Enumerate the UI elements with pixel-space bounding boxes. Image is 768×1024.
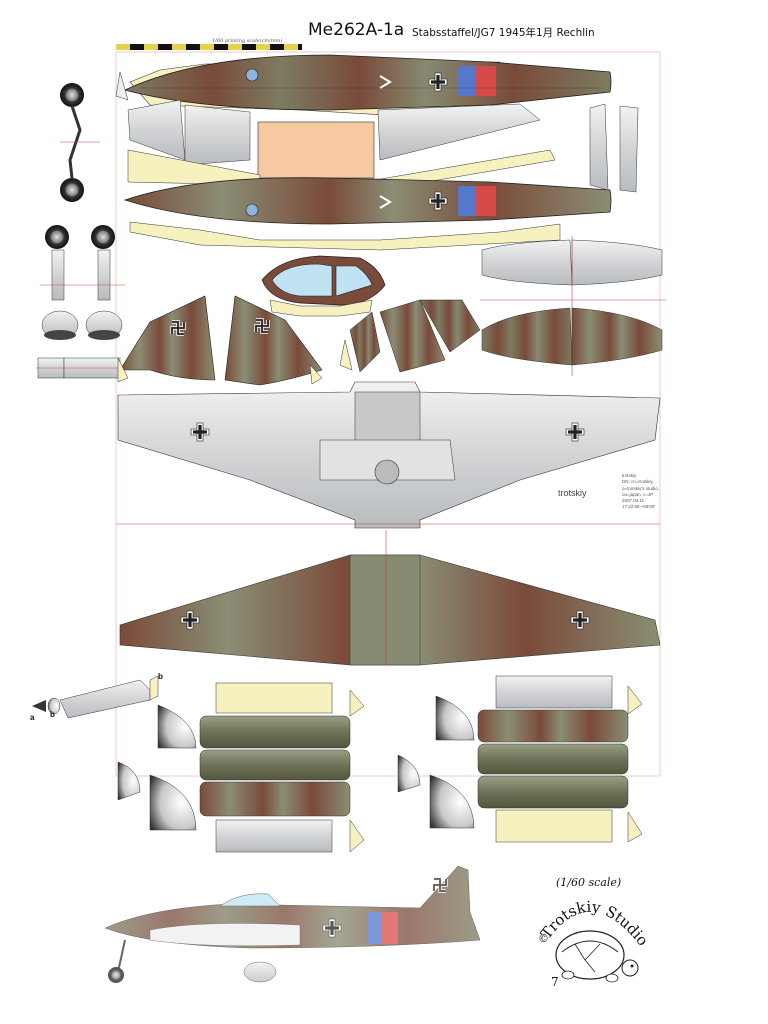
signature-line: ou=japan, c=JP — [622, 491, 654, 497]
cockpit-floor-panel — [257, 121, 375, 179]
stabilizer-bottom-part — [481, 307, 663, 366]
nose-section-part — [339, 299, 481, 373]
drop-tank-part — [32, 675, 159, 719]
part-label-b: b — [50, 710, 55, 719]
signature-line: o=trotskiy's studio, — [622, 485, 659, 491]
fuselage-left-half-part — [115, 54, 612, 121]
page-number: 7 — [551, 975, 559, 989]
main-gear-parts — [40, 225, 125, 340]
turtle-logo-icon — [555, 930, 639, 983]
tail-right-part — [224, 295, 323, 386]
printing-scale-note: 1/60 printing scale(cm/mm) — [212, 38, 283, 44]
aircraft-profile-illustration — [104, 865, 481, 983]
signature-line: DN: cn=trotskiy, — [622, 479, 654, 485]
gear-strut-strip — [36, 357, 124, 379]
canopy-part — [261, 255, 386, 317]
engine-nacelle-left-parts — [117, 682, 365, 853]
wing-underside-part — [116, 381, 661, 529]
scale-ruler-stripe — [116, 44, 302, 50]
wing-upper-part — [119, 530, 661, 666]
signature-line: 2007.03.11 — [622, 498, 645, 504]
fuselage-side-panels — [127, 99, 556, 191]
nose-gear-part — [60, 83, 100, 202]
print-guide-frame — [115, 51, 661, 777]
part-label-b-tank: b — [158, 672, 163, 681]
tail-left-part — [117, 295, 216, 383]
digital-signature-block: trotskiy DN: cn=trotskiy, o=trotskiy's s… — [622, 473, 684, 511]
tail-fin-parts — [589, 103, 639, 193]
signature-line: 17:22:58 +09'00' — [622, 504, 656, 510]
stabilizer-top-part — [480, 236, 666, 376]
page-subtitle: Stabsstaffel/JG7 1945年1月 Rechlin — [412, 27, 595, 39]
fuselage-right-half-part — [123, 177, 612, 251]
page-title: Me262A-1a — [308, 20, 405, 40]
signature-line: trotskiy — [622, 473, 637, 478]
artist-signature: trotskiy — [558, 488, 587, 498]
part-label-a: a — [30, 713, 35, 722]
model-scale-label: (1/60 scale) — [556, 876, 622, 889]
engine-nacelle-right-parts — [397, 675, 643, 843]
copyright-mark: © — [538, 932, 549, 945]
